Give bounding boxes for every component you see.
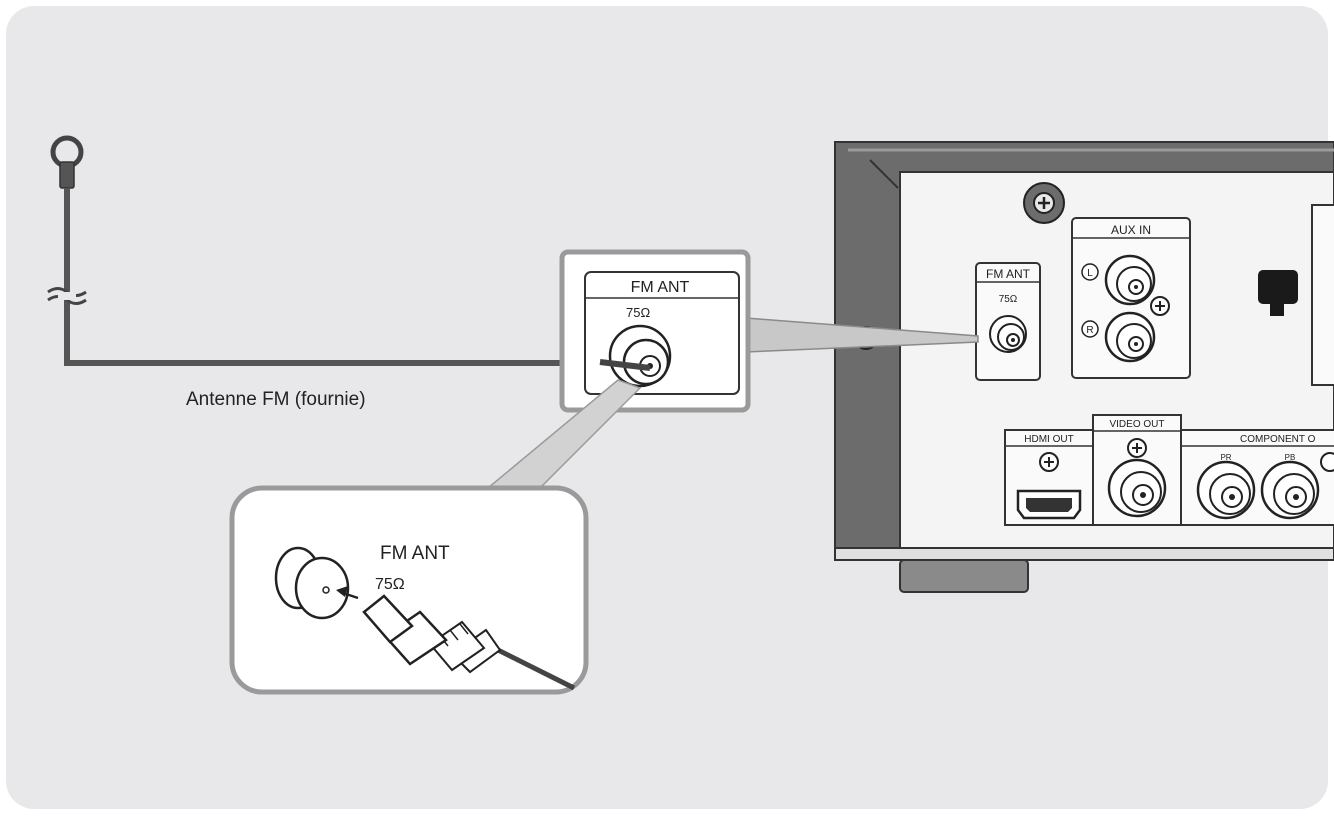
inset-antenna-jack	[274, 546, 350, 620]
video-out-block: VIDEO OUT	[1092, 414, 1182, 526]
fm-ant-zoom-box: FM ANT 75Ω	[559, 249, 751, 413]
device-foot	[899, 559, 1029, 593]
device-rear-panel: FM ANT 75Ω AUX IN L R	[834, 141, 1334, 593]
arrow-icon	[336, 586, 359, 600]
device-fm-ant-jack	[989, 315, 1027, 353]
inset-impedance-label: 75Ω	[375, 576, 405, 593]
screw-icon	[1127, 438, 1147, 458]
aux-l-label: L	[1087, 268, 1093, 279]
connector-inset: FM ANT 75Ω	[229, 379, 642, 695]
zoom-fm-ant-label: FM ANT	[631, 279, 690, 296]
aux-in-label: AUX IN	[1111, 223, 1151, 237]
component-pb-label: PB	[1285, 453, 1296, 462]
coaxial-plug-icon	[362, 594, 576, 691]
zoom-fm-ant-jack	[608, 324, 672, 388]
hdmi-out-label: HDMI OUT	[1024, 434, 1073, 445]
fm-antenna-wire	[47, 135, 620, 366]
video-out-jack	[1107, 458, 1167, 518]
aux-in-block: AUX IN L R	[1071, 217, 1191, 379]
component-pr-label: PR	[1220, 453, 1231, 462]
zoom-impedance-label: 75Ω	[626, 305, 650, 320]
device-fm-ant-label: FM ANT	[986, 267, 1031, 281]
screw-icon	[1023, 182, 1065, 224]
component-out-label: COMPONENT O	[1240, 434, 1316, 445]
device-fm-ant-block: FM ANT 75Ω	[975, 262, 1041, 381]
aux-l-jack	[1104, 254, 1156, 306]
hdmi-out-block: HDMI OUT	[1004, 429, 1094, 526]
component-pr-jack	[1196, 460, 1256, 520]
device-fm-ohm-label: 75Ω	[999, 294, 1018, 305]
aux-r-jack	[1104, 311, 1156, 363]
antenna-caption: Antenne FM (fournie)	[186, 389, 366, 410]
hdmi-port-icon	[1016, 489, 1082, 520]
screw-icon	[1039, 452, 1059, 472]
aux-r-label: R	[1086, 325, 1093, 336]
power-connector-icon	[1258, 270, 1298, 316]
screw-icon	[1150, 296, 1170, 316]
component-pb-jack	[1260, 460, 1320, 520]
component-out-block: COMPONENT O PR PB	[1180, 429, 1334, 526]
inset-fm-ant-label: FM ANT	[380, 543, 450, 564]
video-out-label: VIDEO OUT	[1109, 419, 1164, 430]
